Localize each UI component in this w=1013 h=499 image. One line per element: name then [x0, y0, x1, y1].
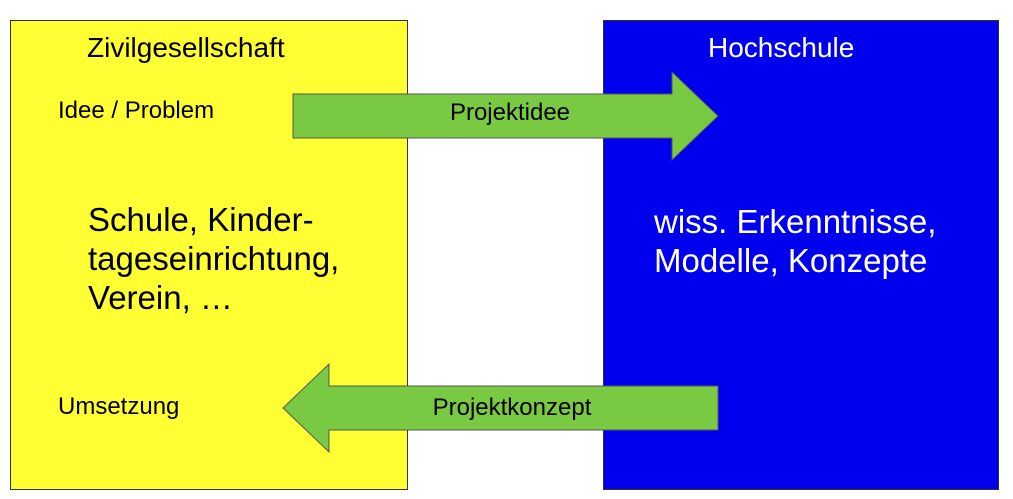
civil-society-examples-line: tageseinrichtung,: [88, 240, 340, 277]
idea-problem-label: Idee / Problem: [58, 97, 215, 124]
civil-society-examples: Schule, Kinder- tageseinrichtung, Verein…: [88, 200, 339, 317]
implementation-label: Umsetzung: [58, 393, 180, 420]
project-concept-arrow: [282, 362, 719, 454]
university-content: wiss. Erkenntnisse, Modelle, Konzepte: [654, 202, 936, 280]
university-content-line: wiss. Erkenntnisse,: [654, 203, 937, 240]
civil-society-title: Zivilgesellschaft: [87, 32, 285, 63]
project-idea-arrow: [292, 70, 719, 162]
civil-society-examples-line: Schule, Kinder-: [88, 201, 314, 238]
project-idea-label: Projektidee: [449, 99, 571, 126]
university-title: Hochschule: [708, 32, 855, 63]
civil-society-examples-line: Verein, …: [88, 279, 233, 316]
project-concept-label: Projektkonzept: [432, 394, 592, 421]
university-content-line: Modelle, Konzepte: [654, 242, 928, 279]
